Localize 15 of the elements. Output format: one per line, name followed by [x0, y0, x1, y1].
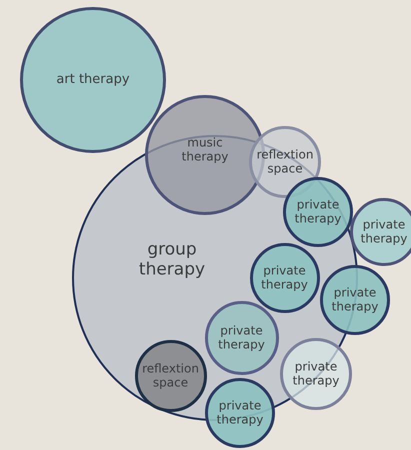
node-label: private therapy [330, 286, 380, 314]
node-label: art therapy [55, 72, 131, 88]
node-label: private therapy [260, 263, 309, 292]
node-label: group therapy [138, 240, 206, 280]
node-label: private therapy [294, 198, 342, 226]
circle-node [204, 300, 278, 374]
circle-node [250, 242, 320, 312]
circle-node [350, 198, 411, 266]
node-label: private therapy [360, 218, 408, 246]
node-label: private therapy [216, 398, 264, 428]
node-label: private therapy [292, 360, 340, 388]
node-label: reflextion space [141, 361, 200, 390]
node-label: reflextion space [256, 148, 314, 176]
node-label: music therapy [180, 136, 230, 164]
node-label: private therapy [217, 323, 266, 352]
